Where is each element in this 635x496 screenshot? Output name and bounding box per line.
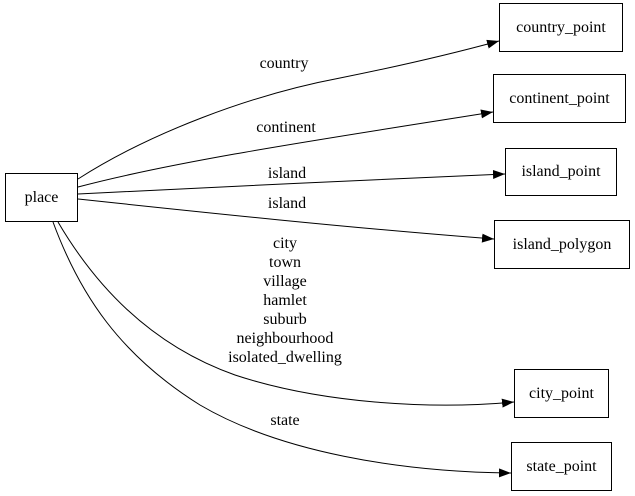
- edge-place-to-city-point: [57, 221, 515, 408]
- edge-label-city-types: city town village hamlet suburb neighbou…: [228, 235, 342, 366]
- node-continent-point-label: continent_point: [509, 89, 610, 107]
- node-city-point: city_point: [514, 369, 609, 418]
- node-place-label: place: [24, 188, 59, 206]
- node-state-point: state_point: [511, 442, 612, 491]
- edge-place-to-country-point: [77, 39, 500, 180]
- edge-label-island-polygon: island: [267, 195, 307, 212]
- node-place: place: [5, 173, 78, 222]
- node-island-polygon: island_polygon: [494, 220, 630, 269]
- node-city-point-label: city_point: [529, 384, 594, 402]
- edge-label-island-point: island: [267, 165, 307, 182]
- node-country-point: country_point: [499, 3, 623, 52]
- node-island-point-label: island_point: [521, 163, 601, 180]
- edge-label-continent: continent: [256, 119, 316, 136]
- edge-place-to-continent-point: [77, 109, 494, 188]
- edge-place-to-state-point: [52, 221, 512, 478]
- edge-label-country: country: [259, 55, 309, 72]
- node-continent-point: continent_point: [493, 74, 626, 123]
- edge-place-to-island-point: [77, 169, 506, 195]
- node-state-point-label: state_point: [526, 457, 597, 475]
- edge-label-state: state: [270, 412, 300, 429]
- edge-place-to-island-polygon: [77, 198, 495, 243]
- node-country-point-label: country_point: [516, 18, 606, 36]
- node-island-point: island_point: [505, 148, 617, 196]
- node-island-polygon-label: island_polygon: [512, 235, 612, 253]
